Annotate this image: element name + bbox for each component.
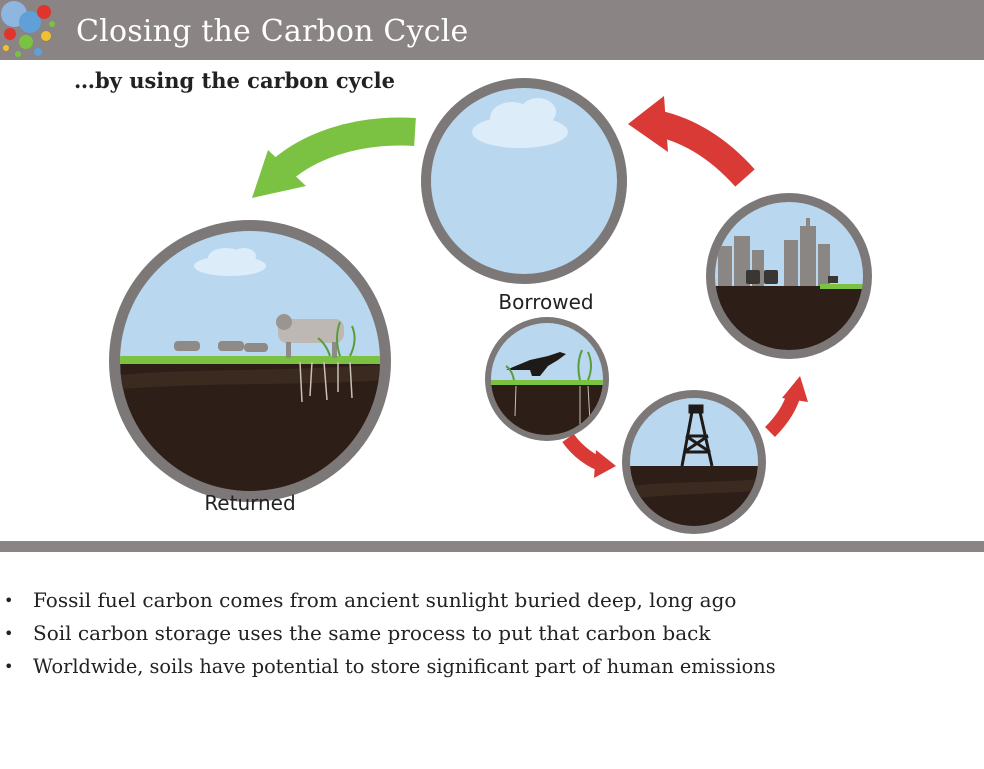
returned-label: Returned — [204, 491, 295, 515]
red-arrow-bottom-icon — [562, 433, 616, 478]
bullet-item: • Fossil fuel carbon comes from ancient … — [0, 584, 984, 617]
truck-icon — [746, 270, 778, 284]
separator-bar — [0, 541, 984, 552]
bullet-text: Worldwide, soils have potential to store… — [33, 655, 776, 678]
bullet-text: Fossil fuel carbon comes from ancient su… — [33, 588, 737, 612]
bullet-item: • Soil carbon storage uses the same proc… — [0, 617, 984, 650]
city-circle — [706, 193, 872, 359]
title-bar: Closing the Carbon Cycle — [0, 0, 984, 60]
page-title: Closing the Carbon Cycle — [76, 14, 469, 49]
tractor-icon — [828, 276, 838, 283]
subtitle: …by using the carbon cycle — [74, 68, 396, 93]
bullet-text: Soil carbon storage uses the same proces… — [33, 621, 711, 645]
carbon-cycle-diagram: Returned Borrowed — [109, 78, 872, 534]
green-arrow-icon — [252, 117, 416, 198]
bullet-dot-icon: • — [4, 591, 14, 610]
returned-circle — [109, 220, 391, 502]
bullet-dot-icon: • — [4, 624, 14, 643]
borrowed-circle — [485, 317, 609, 441]
grass-icon — [317, 321, 356, 357]
oil-derrick-icon — [680, 404, 714, 467]
cow-icon — [174, 314, 344, 358]
red-arrow-right-icon — [764, 376, 808, 437]
logo-icon — [1, 1, 55, 57]
plant-icon — [505, 349, 592, 381]
oil-derrick-circle — [622, 390, 766, 534]
bullet-list: • Fossil fuel carbon comes from ancient … — [0, 584, 984, 683]
red-arrow-top-icon — [628, 96, 755, 187]
bullet-dot-icon: • — [4, 657, 14, 676]
atmosphere-circle — [421, 78, 627, 284]
dinosaur-icon — [506, 352, 566, 376]
cloud-icon — [194, 248, 266, 276]
cloud-icon — [472, 98, 568, 148]
bullet-item: • Worldwide, soils have potential to sto… — [0, 650, 984, 683]
roots-icon — [299, 361, 353, 403]
borrowed-label: Borrowed — [498, 290, 593, 314]
